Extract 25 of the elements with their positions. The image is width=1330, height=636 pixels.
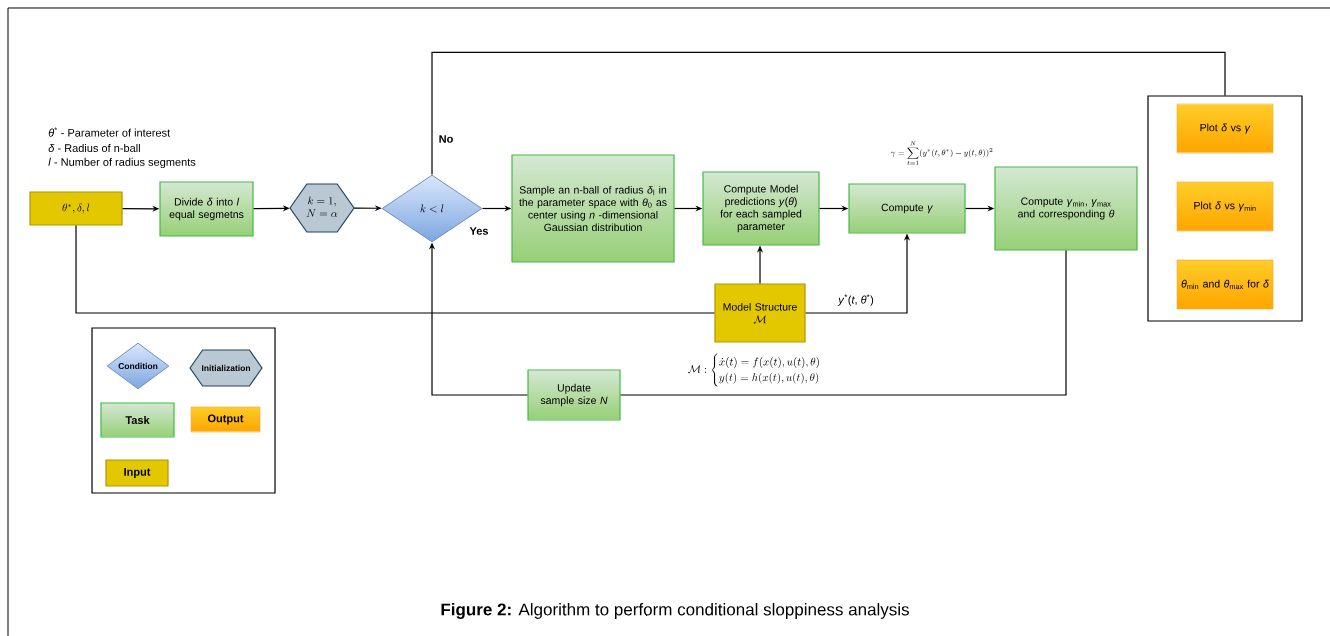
- output-box: Plot δ vs γ: [1176, 103, 1274, 154]
- legend-text: δ - Radius of n-ball: [48, 143, 140, 153]
- legend-box: Task: [100, 402, 175, 438]
- equation: $\gamma=\sum_{t=1}^{N}(y^{*}(t,\theta^{*})-y(t,\theta))^{2}$: [890, 141, 993, 165]
- legend-hexagon: Initialization: [189, 349, 263, 387]
- legend-text: θ$^{*}$ - Parameter of interest: [48, 127, 171, 137]
- task-box: Compute Model predictions y(θ) for each sampled parameter: [702, 171, 820, 246]
- legend-text: l - Number of radius segments: [48, 157, 196, 169]
- output-box: θ$_{min}$ and θ$_{max}$ for δ: [1176, 259, 1274, 310]
- legend-box: Input: [105, 459, 169, 487]
- task-box: Update sample size N: [527, 369, 621, 421]
- task-box: Sample an n-ball of radius δ$_{l}$ in the parameter space with θ$_{0}$ as center using n -dimensional Gaussian distribution: [511, 154, 675, 263]
- edge-label: No: [437, 134, 455, 144]
- caption: Figure 2: Algorithm to perform conditional sloppiness analysis: [441, 603, 909, 619]
- initialization-hexagon: $\begin{array}{c}k=1,\\ N=\alpha\end{array}$: [289, 183, 355, 233]
- output-box: Plot δ vs γ$_{min}$: [1176, 181, 1274, 232]
- legend-box: Output: [190, 406, 261, 433]
- group-box: [1147, 95, 1303, 322]
- input-box: Model Structure $\mathcal{M}$: [714, 283, 806, 343]
- input-box: $\theta^{*}, \delta, l$: [29, 191, 123, 226]
- equation: $\mathcal{M}:\begin{cases}\dot{x}(t)=f(x(t),u(t),\theta)\\ y(t)=h(x(t),u(t),\theta)\end{cases}$: [688, 353, 819, 387]
- task-box: Compute γ$_{min}$, γ$_{max}$ and corresponding θ: [994, 166, 1138, 251]
- edge-label: y$^{*}$(t, θ$^{*}$): [837, 293, 875, 307]
- task-box: Divide δ into l equal segmetns: [159, 181, 254, 237]
- task-box: Compute γ: [848, 183, 966, 234]
